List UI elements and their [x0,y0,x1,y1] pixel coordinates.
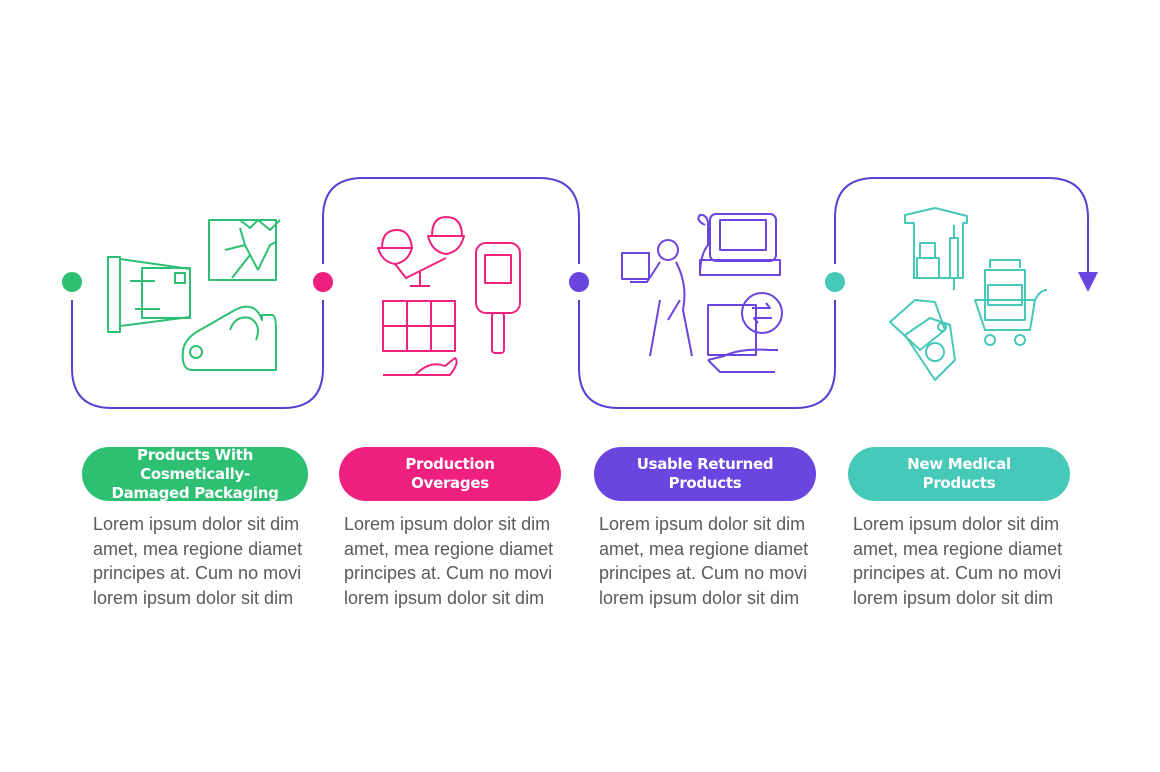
desc-line: Lorem ipsum dolor sit dim [344,514,551,534]
desc-line: principes at. Cum no movi [93,563,302,583]
step-4-dot [825,272,845,292]
production-overages-icon [377,216,521,376]
desc-line: amet, mea regione diamet [599,538,809,559]
timeline-path [71,177,1089,409]
step-1-title: Products With Cosmetically- Damaged Pack… [82,446,308,502]
medical-products-icon [889,207,1048,381]
damaged-packaging-icon [107,219,281,371]
step-4-description: Lorem ipsum dolor sit dim amet, mea regi… [853,512,1093,610]
desc-line: principes at. Cum no movi [853,563,1062,583]
step-2-dot [313,272,333,292]
step-2-title: Production Overages [339,447,561,501]
desc-line: amet, mea regione diamet [853,538,1063,559]
desc-line: Lorem ipsum dolor sit dim [599,514,806,534]
returned-products-icon [621,213,783,373]
step-1-dot [62,272,82,292]
step-2-description: Lorem ipsum dolor sit dim amet, mea regi… [344,512,584,610]
desc-line: Lorem ipsum dolor sit dim [853,514,1060,534]
step-3-description: Lorem ipsum dolor sit dim amet, mea regi… [599,512,839,610]
step-3-dot [569,272,589,292]
desc-line: lorem ipsum dolor sit dim [344,587,545,608]
arrow-head-icon [1078,272,1098,292]
desc-line: lorem ipsum dolor sit dim [93,587,294,608]
desc-line: lorem ipsum dolor sit dim [599,587,800,608]
step-1-description: Lorem ipsum dolor sit dim amet, mea regi… [93,512,333,610]
desc-line: principes at. Cum no movi [599,563,808,583]
step-4-title: New Medical Products [848,447,1070,501]
step-3-title: Usable Returned Products [594,447,816,501]
desc-line: principes at. Cum no movi [344,563,553,583]
desc-line: amet, mea regione diamet [93,538,303,559]
desc-line: Lorem ipsum dolor sit dim [93,514,300,534]
desc-line: amet, mea regione diamet [344,538,554,559]
desc-line: lorem ipsum dolor sit dim [853,587,1054,608]
